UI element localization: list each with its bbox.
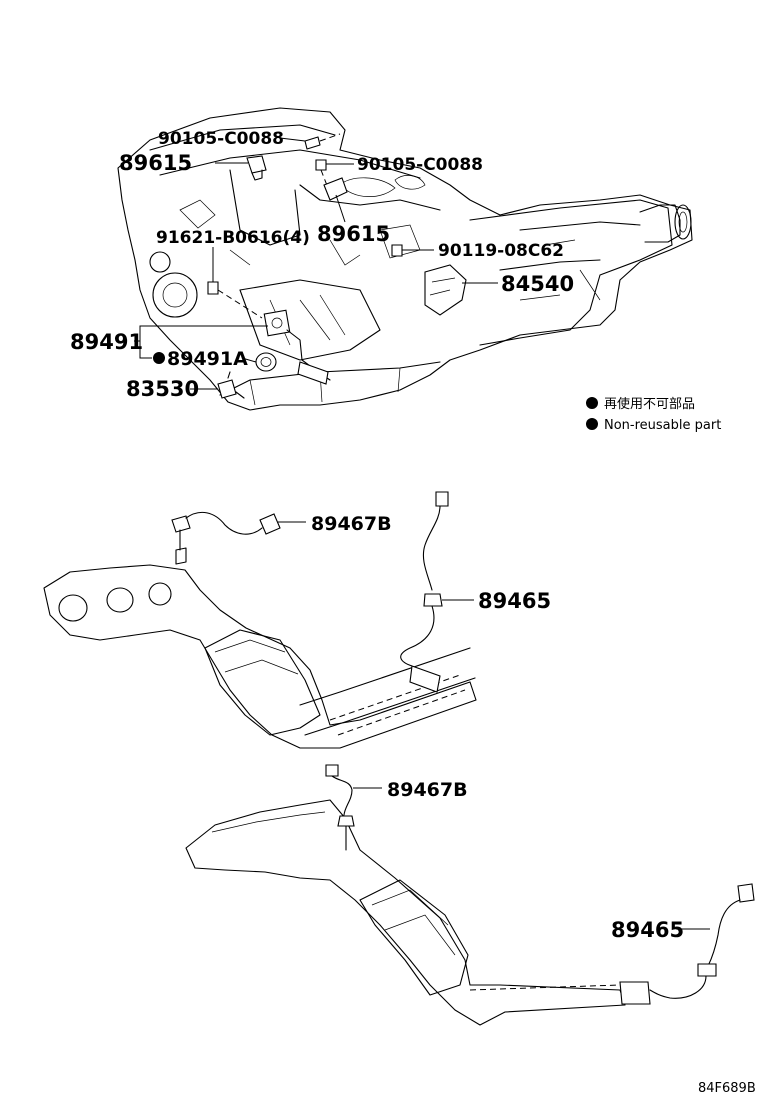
callout-89465-rear: 89465 xyxy=(611,918,684,942)
callout-89615-right: 89615 xyxy=(317,222,390,246)
callout-labels: 90105-C0088 89615 90105-C0088 89615 9162… xyxy=(70,129,684,942)
drawing-code: 84F689B xyxy=(698,1081,756,1096)
callout-89465-front: 89465 xyxy=(478,589,551,613)
callout-89467b-front: 89467B xyxy=(311,513,392,535)
callout-90105-c0088-right: 90105-C0088 xyxy=(357,155,483,175)
legend-marker-en xyxy=(586,418,598,430)
legend-marker-jp xyxy=(586,397,598,409)
leader-lines xyxy=(134,137,710,930)
callout-90119-08c62: 90119-08C62 xyxy=(438,241,564,261)
legend: 再使用不可部品 Non-reusable part xyxy=(586,396,721,433)
callout-83530: 83530 xyxy=(126,377,199,401)
callout-89491a: 89491A xyxy=(167,348,248,370)
exhaust-manifold-front-illustration xyxy=(43,491,477,749)
exhaust-manifold-rear-illustration xyxy=(185,764,755,1026)
callout-89467b-rear: 89467B xyxy=(387,779,468,801)
callout-90105-c0088-top: 90105-C0088 xyxy=(158,129,284,149)
non-reusable-marker xyxy=(153,352,165,364)
callout-89615-left: 89615 xyxy=(119,151,192,175)
callout-89491: 89491 xyxy=(70,330,143,354)
callout-84540: 84540 xyxy=(501,272,574,296)
legend-text-en: Non-reusable part xyxy=(604,418,721,433)
legend-text-jp: 再使用不可部品 xyxy=(604,396,695,412)
engine-parts-illustration xyxy=(207,133,467,399)
engine-assembly-illustration xyxy=(117,107,693,411)
callout-91621-b0616: 91621-B0616(4) xyxy=(156,228,310,248)
